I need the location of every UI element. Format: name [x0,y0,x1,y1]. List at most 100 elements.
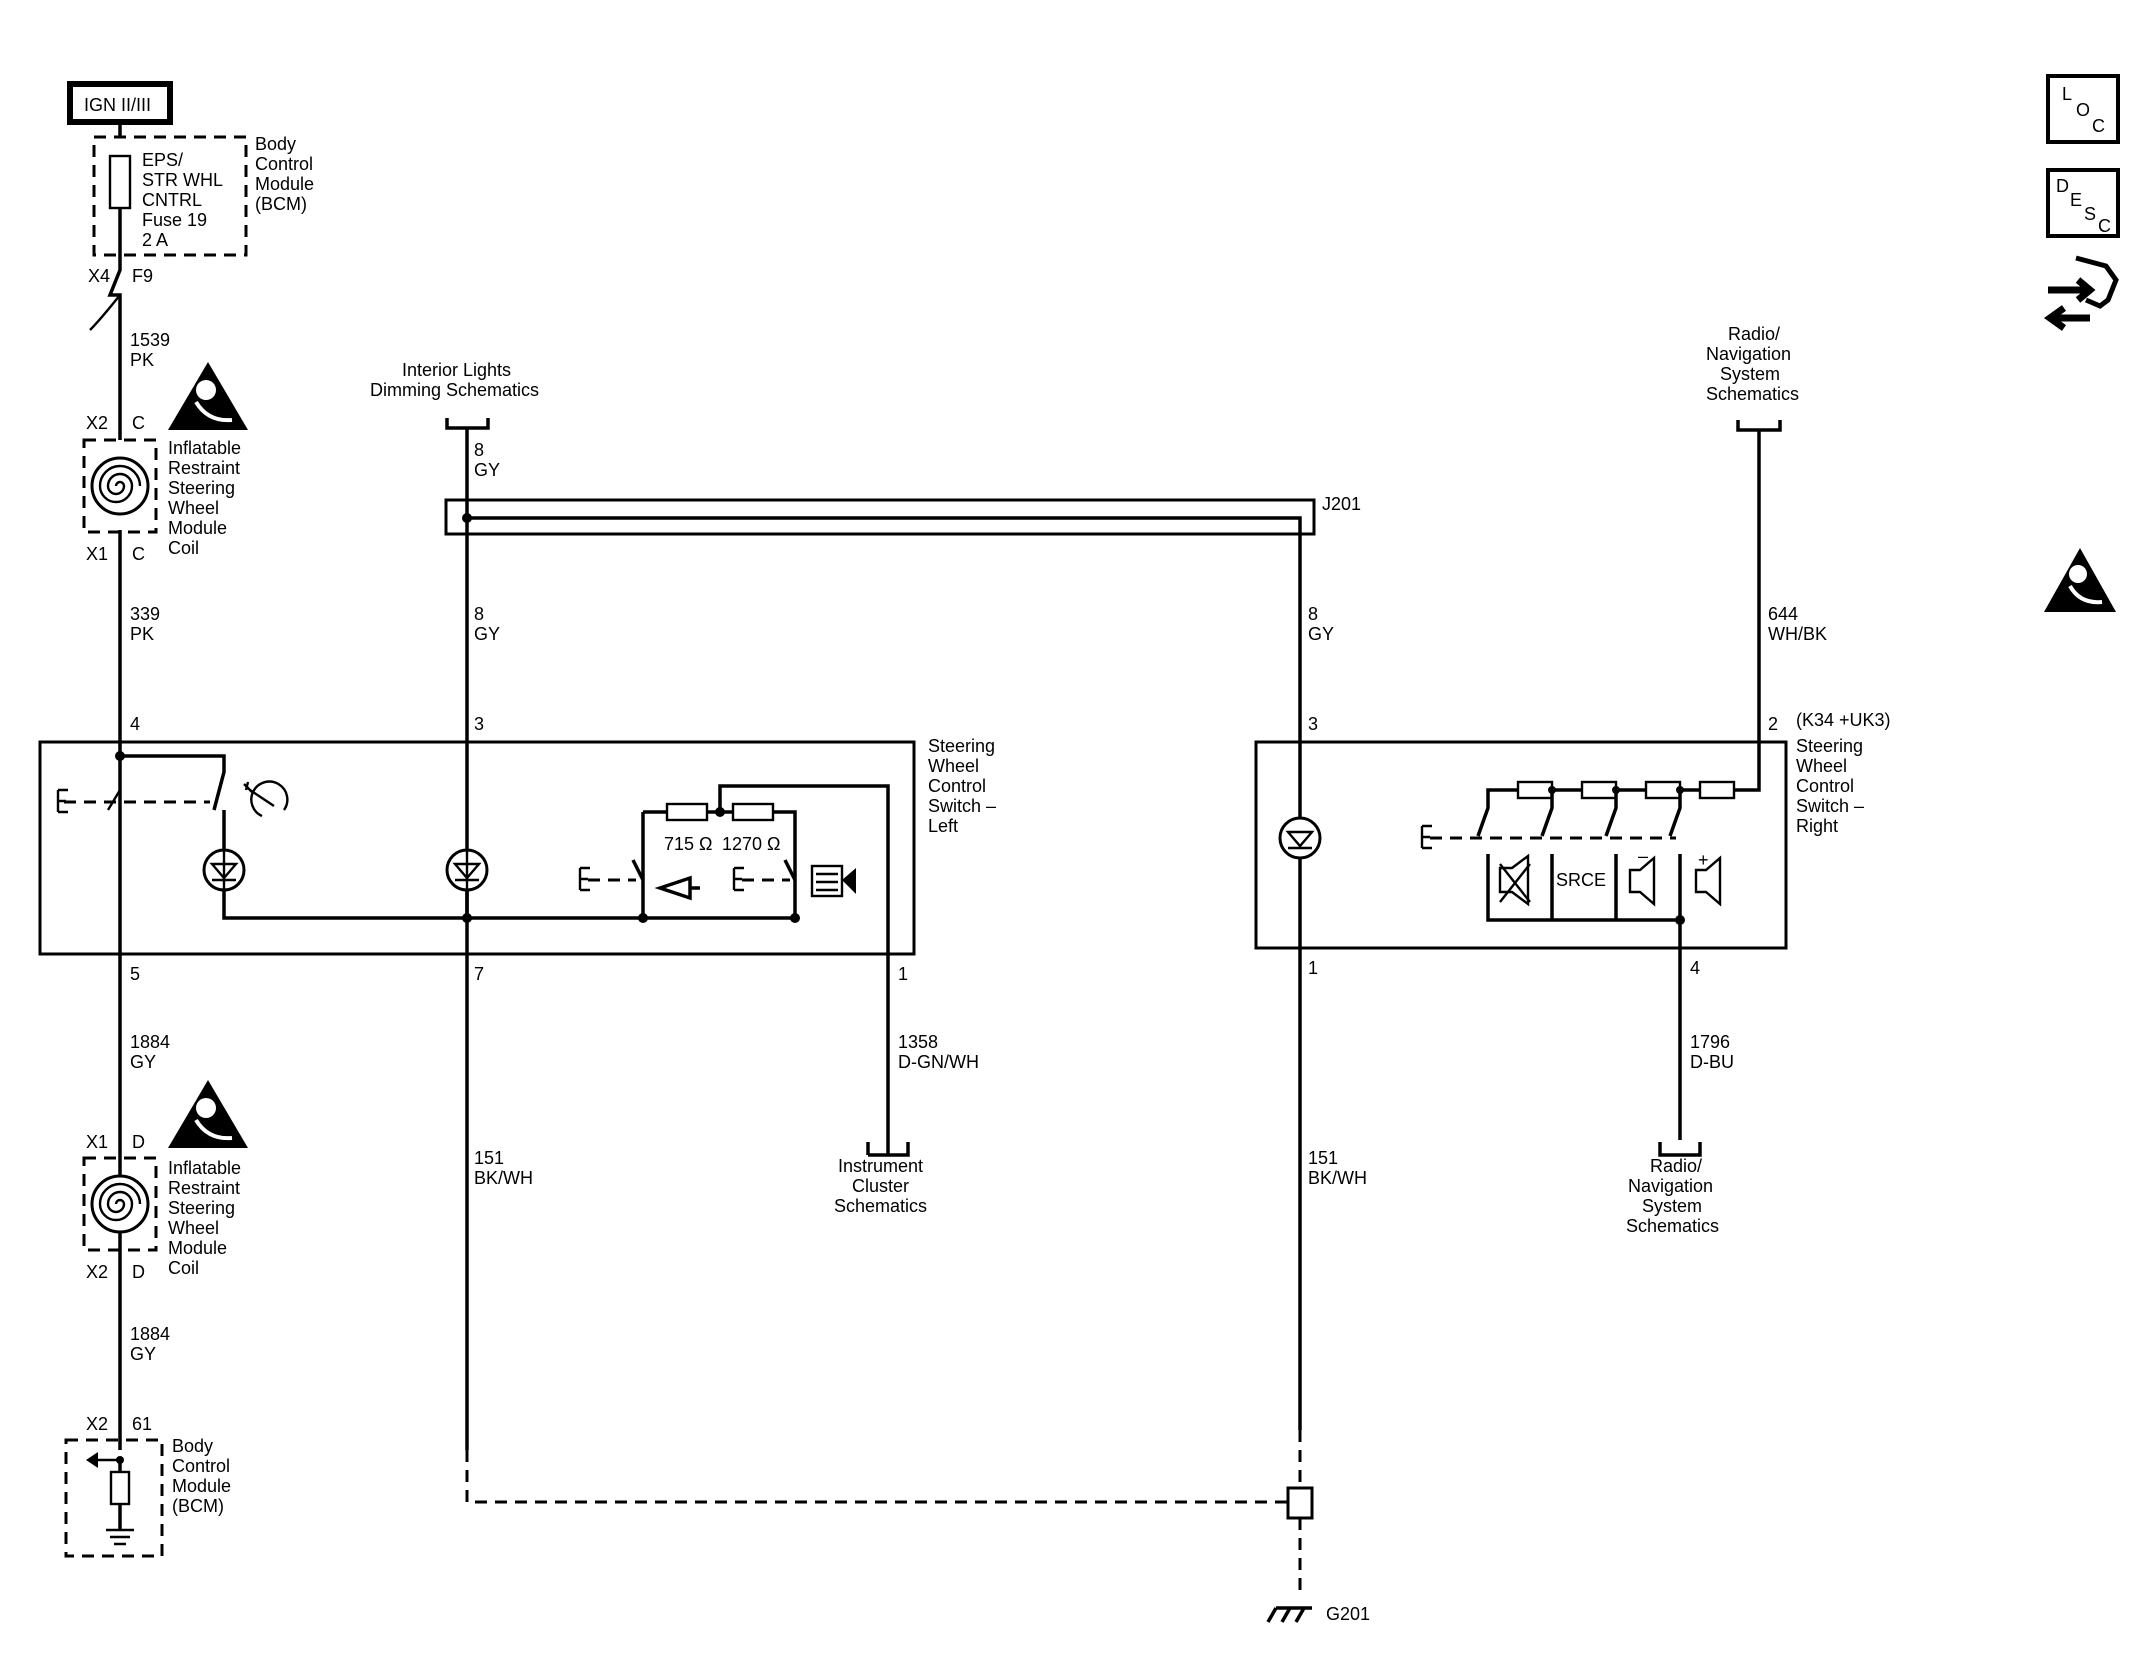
ref-radio-top-2: Navigation [1706,344,1791,364]
loc-letter-c: C [2092,116,2105,136]
clockspring-coil-top: X2 C X1 C Inflatable Restraint Steering … [82,413,241,564]
bcm-top-connector: X4 [88,266,110,286]
desc-letter-s: S [2084,204,2096,224]
bcm-bottom-connector: X2 [86,1414,108,1434]
bcm-top-module: EPS/ STR WHL CNTRL Fuse 19 2 A Body Cont… [88,134,314,286]
wire-644-color: WH/BK [1768,624,1827,644]
ref-radio-bottom-2: Navigation [1628,1176,1713,1196]
wire-151-left-circuit: 151 [474,1148,504,1168]
fuse-line-3: CNTRL [142,190,202,210]
desc-icon[interactable]: D E S C [2046,168,2120,238]
coil-top-label-2: Restraint [168,458,240,478]
connector-tool-icon[interactable] [2043,255,2119,331]
coil-bottom-conn-bottom: X2 [86,1262,108,1282]
ref-interior-lights-2: Dimming Schematics [370,380,539,400]
connector-break-icon [89,294,121,331]
switch-actuator-icon [732,866,744,892]
clockspring-coil-bottom: X1 D X2 D Inflatable Restraint Steering … [82,1132,241,1282]
ref-radio-bottom-3: System [1642,1196,1702,1216]
coil-bottom-conn-top: X1 [86,1132,108,1152]
led-icon-2 [445,848,489,892]
coil-bottom-label-2: Restraint [168,1178,240,1198]
switch-right-label-2: Wheel [1796,756,1847,776]
switch-left-label-3: Control [928,776,986,796]
switch-right-label-3: Control [1796,776,1854,796]
steering-wheel-switch-right: 3 2 (K34 +UK3) 1 4 Steering Wheel Contro… [1254,710,1891,1140]
bcm-top-label-1: Body [255,134,296,154]
switch-right-label-4: Switch – [1796,796,1864,816]
splice-label: J201 [1322,494,1361,514]
volume-down-icon: – [1628,846,1656,907]
mute-icon [1498,853,1531,907]
wire-1884-b-circuit: 1884 [130,1324,170,1344]
bcm-top-label-2: Control [255,154,313,174]
ref-radio-top-1: Radio/ [1728,324,1780,344]
cruise-speedometer-icon [243,780,289,818]
loc-icon[interactable]: L O C [2046,74,2120,144]
switch-left-label-2: Wheel [928,756,979,776]
switch-right-pin-3: 3 [1308,714,1318,734]
wire-8-right-circuit: 8 [1308,604,1318,624]
fuse-line-4: Fuse 19 [142,210,207,230]
switch-left-label-1: Steering [928,736,995,756]
bcm-bottom-label-1: Body [172,1436,213,1456]
switch-actuator-icon [578,866,590,892]
coil-bottom-pin-bottom: D [132,1262,145,1282]
ref-radio-top-connector [1736,420,1782,792]
wire-8-top-color: GY [474,460,500,480]
coil-top-conn-top: X2 [86,413,108,433]
resistor-1270: 1270 Ω [722,834,781,854]
splice-j201: J201 [444,494,1361,536]
wire-1884-a-circuit: 1884 [130,1032,170,1052]
coil-top-label-6: Coil [168,538,199,558]
bcm-top-label-4: (BCM) [255,194,307,214]
wire-1539-color: PK [130,350,154,370]
wire-151-left-color: BK/WH [474,1168,533,1188]
ground-splice-icon [1286,1486,1314,1520]
bcm-bottom-module: X2 61 Body Control Module (BCM) [64,1414,231,1558]
wire-644-circuit: 644 [1768,604,1798,624]
wire-339-color: PK [130,624,154,644]
switch-actuator-icon [56,788,68,814]
switch-right-option: (K34 +UK3) [1796,710,1891,730]
switch-left-pin-7: 7 [474,964,484,984]
coil-top-pin-bottom: C [132,544,145,564]
desc-letter-e: E [2070,190,2082,210]
bcm-bottom-label-2: Control [172,1456,230,1476]
volume-up-sign: + [1698,850,1709,870]
ground-g201: G201 [1266,1604,1370,1624]
wire-1358-color: D-GN/WH [898,1052,979,1072]
ref-instrument-cluster-2: Cluster [852,1176,909,1196]
ground-icon [106,1528,134,1546]
switch-right-pin-1: 1 [1308,958,1318,978]
ref-interior-lights-connector [445,418,490,1450]
ref-instrument-cluster-1: Instrument [838,1156,923,1176]
wire-1796-color: D-BU [1690,1052,1734,1072]
coil-bottom-label-4: Wheel [168,1218,219,1238]
resistor-715: 715 Ω [664,834,713,854]
fuse-line-2: STR WHL [142,170,223,190]
input-arrow-icon [86,1452,98,1468]
volume-down-sign: – [1638,846,1648,866]
switch-left-pin-5: 5 [130,964,140,984]
menu-display-icon [810,864,856,898]
ref-radio-top-3: System [1720,364,1780,384]
volume-up-icon: + [1694,850,1722,907]
coil-top-pin-top: C [132,413,145,433]
bcm-bottom-label-4: (BCM) [172,1496,224,1516]
wire-8-right-color: GY [1308,624,1334,644]
ground-label: G201 [1326,1604,1370,1624]
loc-letter-o: O [2076,100,2090,120]
ref-radio-top-4: Schematics [1706,384,1799,404]
loc-letter-l: L [2062,84,2072,104]
coil-top-conn-bottom: X1 [86,544,108,564]
ign-label-text: IGN II/III [84,95,151,115]
fuse-icon [108,154,132,210]
led-icon-3 [1278,816,1322,860]
bcm-top-pin: F9 [132,266,153,286]
fuse-line-5: 2 A [142,230,168,250]
coil-top-label-3: Steering [168,478,235,498]
coil-top-label-5: Module [168,518,227,538]
coil-bottom-label-1: Inflatable [168,1158,241,1178]
